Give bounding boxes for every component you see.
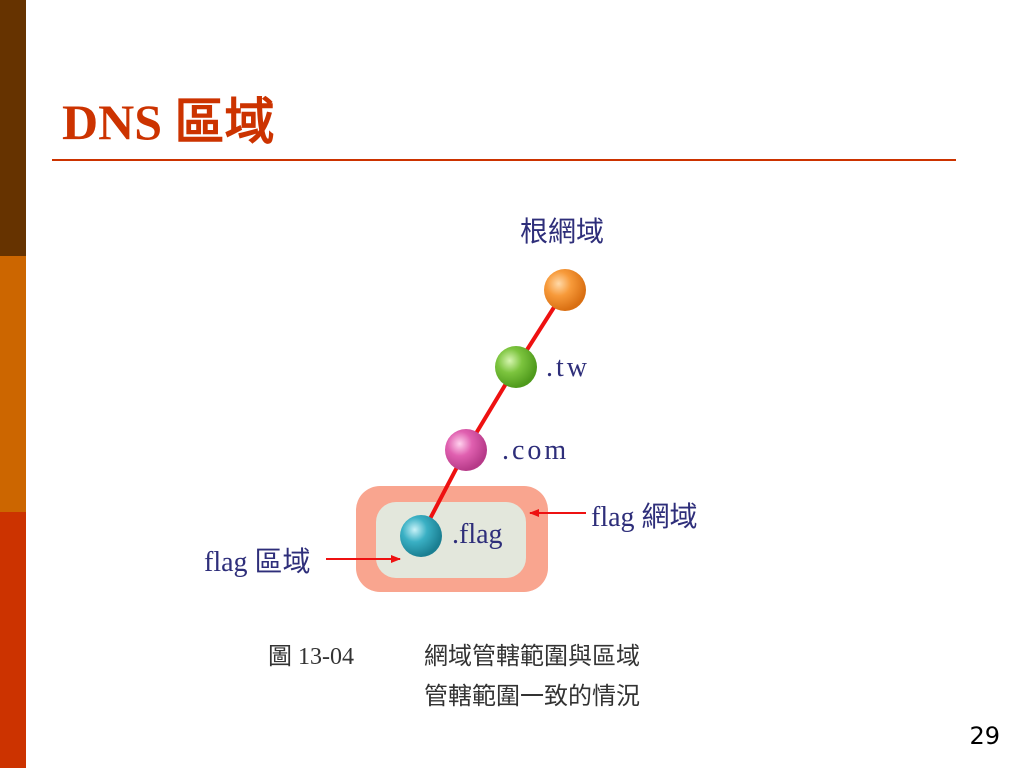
com-node <box>445 429 487 471</box>
zone-box <box>376 502 526 578</box>
com-label: .com <box>502 435 570 466</box>
page-number: 29 <box>969 722 1000 750</box>
side-bar-bottom <box>0 512 26 768</box>
zone-label: flag 區域 <box>204 547 311 578</box>
root-node <box>544 269 586 311</box>
title-divider <box>52 159 956 161</box>
flag-node <box>400 515 442 557</box>
side-bar-top <box>0 0 26 256</box>
domain-label: flag 網域 <box>591 502 698 533</box>
tree-edge <box>419 288 567 538</box>
slide-title: DNS 區域 <box>62 94 275 150</box>
tw-label: .tw <box>546 352 590 383</box>
flag-label: .flag <box>452 519 503 550</box>
tw-node <box>495 346 537 388</box>
caption-line-2: 管轄範圍一致的情況 <box>424 684 640 710</box>
side-bar-middle <box>0 256 26 512</box>
root-domain-label: 根網域 <box>520 217 605 248</box>
figure-number: 圖 13-04 <box>268 644 354 670</box>
caption-line-1: 網域管轄範圍與區域 <box>424 644 640 670</box>
